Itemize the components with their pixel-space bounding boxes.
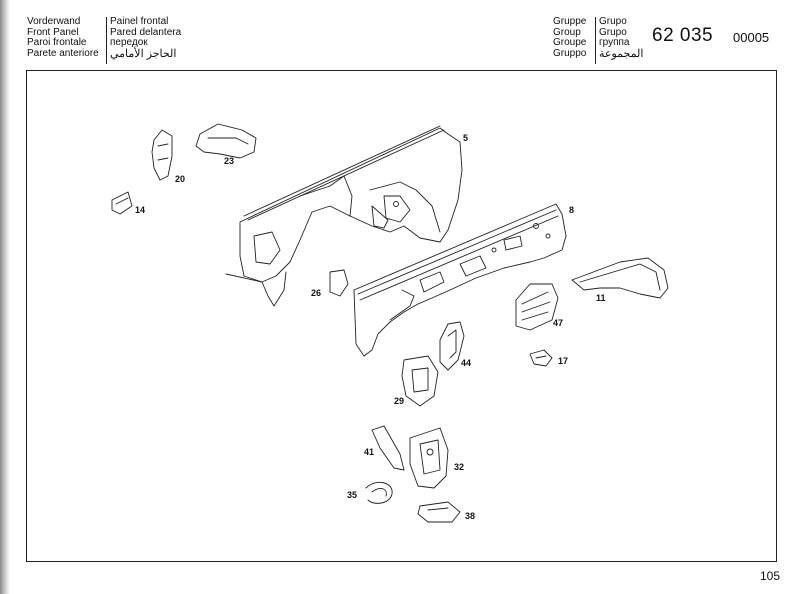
title-fr: Paroi frontale (27, 37, 87, 48)
part-11-side-bracket[interactable] (571, 257, 669, 299)
part-47-ribbed-bracket[interactable] (515, 283, 559, 331)
group-es: Grupo (599, 26, 627, 38)
title-pt: Painel frontal (110, 16, 169, 27)
title-es: Pared delantera (110, 26, 182, 38)
part-23-top-bracket[interactable] (195, 123, 257, 159)
group-label-right: Grupo Grupo группа المجموعة (599, 16, 644, 60)
part-20-upright-bracket[interactable] (151, 129, 173, 181)
title-ar: الحاجز الأمامي (110, 47, 177, 60)
title-it: Parete anteriore (27, 47, 99, 59)
part-17-clip[interactable] (529, 349, 553, 367)
callout-5: 5 (463, 133, 468, 143)
title-ru: передок (110, 37, 148, 48)
title-separator (106, 17, 107, 64)
callout-35: 35 (347, 490, 357, 500)
part-29-reinforcement[interactable] (401, 355, 439, 407)
callout-11: 11 (596, 293, 606, 303)
callout-8: 8 (569, 205, 574, 215)
part-26-small-bracket[interactable] (329, 269, 349, 297)
callout-20: 20 (175, 174, 185, 184)
callout-26: 26 (311, 288, 321, 298)
part-35-hook[interactable] (365, 481, 393, 504)
title-en: Front Panel (27, 26, 79, 38)
group-ar: المجموعة (599, 47, 644, 60)
callout-44: 44 (461, 358, 471, 368)
diagram-frame (26, 70, 777, 562)
part-14-gusset[interactable] (111, 191, 133, 215)
part-38-base-plate[interactable] (417, 501, 461, 523)
part-32-bracket-plate[interactable] (409, 427, 449, 489)
callout-32: 32 (454, 462, 464, 472)
part-5-front-wall-upper[interactable] (225, 125, 463, 307)
callout-41: 41 (364, 447, 374, 457)
callout-14: 14 (135, 205, 145, 215)
group-ru: группа (599, 37, 630, 48)
group-en: Group (553, 26, 581, 38)
title-block-left: Vorderwand Front Panel Paroi frontale Pa… (27, 16, 99, 59)
group-it: Gruppo (553, 47, 587, 59)
group-label-left: Gruppe Group Groupe Gruppo (553, 16, 587, 59)
part-8-front-wall-lower[interactable] (353, 203, 567, 357)
part-41-strut[interactable] (371, 425, 405, 471)
group-de: Gruppe (553, 16, 587, 27)
callout-23: 23 (224, 156, 234, 166)
group-separator (595, 17, 596, 64)
group-fr: Groupe (553, 37, 587, 48)
callout-29: 29 (394, 396, 404, 406)
title-de: Vorderwand (27, 16, 81, 27)
callout-17: 17 (558, 356, 568, 366)
callout-47: 47 (553, 318, 563, 328)
group-number: 62 035 (652, 25, 714, 46)
title-block-right: Painel frontal Pared delantera передок ا… (110, 16, 182, 60)
sheet-code: 00005 (733, 30, 770, 45)
book-spine-shadow (0, 0, 9, 594)
callout-38: 38 (465, 511, 475, 521)
page-number: 105 (760, 569, 781, 583)
part-44-loop-bracket[interactable] (439, 321, 465, 371)
group-pt: Grupo (599, 16, 627, 27)
